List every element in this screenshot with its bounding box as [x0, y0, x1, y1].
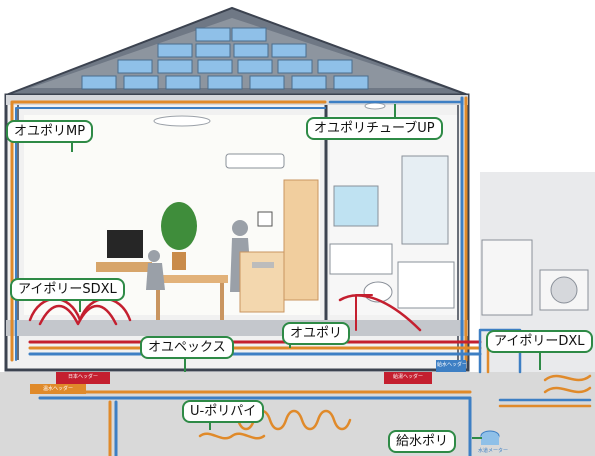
- kitchen-cabinet: [283, 179, 319, 301]
- solar-panel: [117, 59, 153, 74]
- header-center-label: 給湯ヘッダー: [392, 374, 423, 380]
- label-oyu-pori-mp: オユポリMP: [6, 120, 94, 143]
- cold-pipe: [15, 107, 326, 361]
- label-ai-pori-dxl: アイポリーDXL: [486, 330, 593, 353]
- mirror: [401, 155, 449, 245]
- ground: [0, 372, 595, 456]
- label-oyu-pori-tube-up: オユポリチューブUP: [306, 117, 443, 140]
- tv: [107, 230, 143, 258]
- header-blue-box: [436, 360, 466, 372]
- bathtub: [329, 243, 393, 275]
- solar-panel: [195, 27, 231, 42]
- solar-panel: [197, 59, 233, 74]
- fan-icon: [550, 276, 578, 304]
- label-oyu-pex: オユペックス: [140, 336, 234, 359]
- tv-stand: [96, 262, 152, 272]
- label-water-supply-pori: 給水ポリ: [388, 430, 457, 453]
- solar-panel: [233, 43, 269, 58]
- bath-window: [333, 185, 379, 227]
- outdoor-pipe: [543, 374, 592, 382]
- table-leg: [156, 283, 160, 323]
- solar-panel: [333, 75, 369, 90]
- solar-panels: [81, 27, 369, 90]
- ground-coil: [220, 409, 352, 431]
- dining-table: [150, 275, 228, 283]
- label-u-poly-pipe: U-ポリパイ: [182, 400, 265, 423]
- label-oyu-pori: オユポリ: [282, 322, 351, 345]
- kitchen-counter: [239, 251, 285, 313]
- floor-heating-loop: [38, 304, 118, 326]
- header-left-box: [56, 372, 110, 384]
- header-left-label: 日本ヘッダー: [67, 374, 98, 380]
- solar-panel: [207, 75, 243, 90]
- header-lower-box: [30, 384, 86, 394]
- solar-panel: [157, 43, 193, 58]
- vanity: [397, 261, 455, 309]
- solar-panel: [271, 43, 307, 58]
- plant: [161, 202, 197, 250]
- hot-pipe: [338, 294, 422, 332]
- solar-panel: [81, 75, 117, 90]
- solar-panel: [237, 59, 273, 74]
- attic-floor: [6, 95, 468, 105]
- bath-light: [364, 102, 386, 110]
- header-center-box: [384, 372, 432, 384]
- header-lower-label: 温水ヘッダー: [42, 386, 73, 392]
- solar-panel: [249, 75, 285, 90]
- header-blue-label: 給水ヘッダー: [437, 362, 468, 368]
- label-ai-pori-sdxl: アイポリーSDXL: [10, 278, 125, 301]
- solar-panel: [123, 75, 159, 90]
- solar-panel: [165, 75, 201, 90]
- ground-coil: [198, 432, 266, 440]
- person-standing-head: [232, 220, 248, 236]
- solar-panel: [291, 75, 327, 90]
- ceiling-light: [153, 115, 211, 127]
- water-meter-label: 水道メーター: [478, 448, 509, 454]
- air-conditioner: [225, 153, 285, 169]
- child-head: [148, 250, 160, 262]
- intercom: [257, 211, 273, 227]
- solar-panel: [277, 59, 313, 74]
- solar-panel: [195, 43, 231, 58]
- outdoor-pipe: [543, 386, 592, 394]
- child: [146, 263, 165, 290]
- solar-panel: [317, 59, 353, 74]
- plant-pot: [172, 252, 186, 270]
- warm-pipe: [10, 100, 327, 362]
- sink: [252, 262, 274, 268]
- water-meter-body: [481, 436, 499, 445]
- solar-panel: [231, 27, 267, 42]
- solar-panel: [157, 59, 193, 74]
- piping: [10, 96, 592, 456]
- floor-slab: [6, 320, 468, 336]
- table-leg: [220, 283, 224, 323]
- water-heater-unit: [481, 239, 533, 316]
